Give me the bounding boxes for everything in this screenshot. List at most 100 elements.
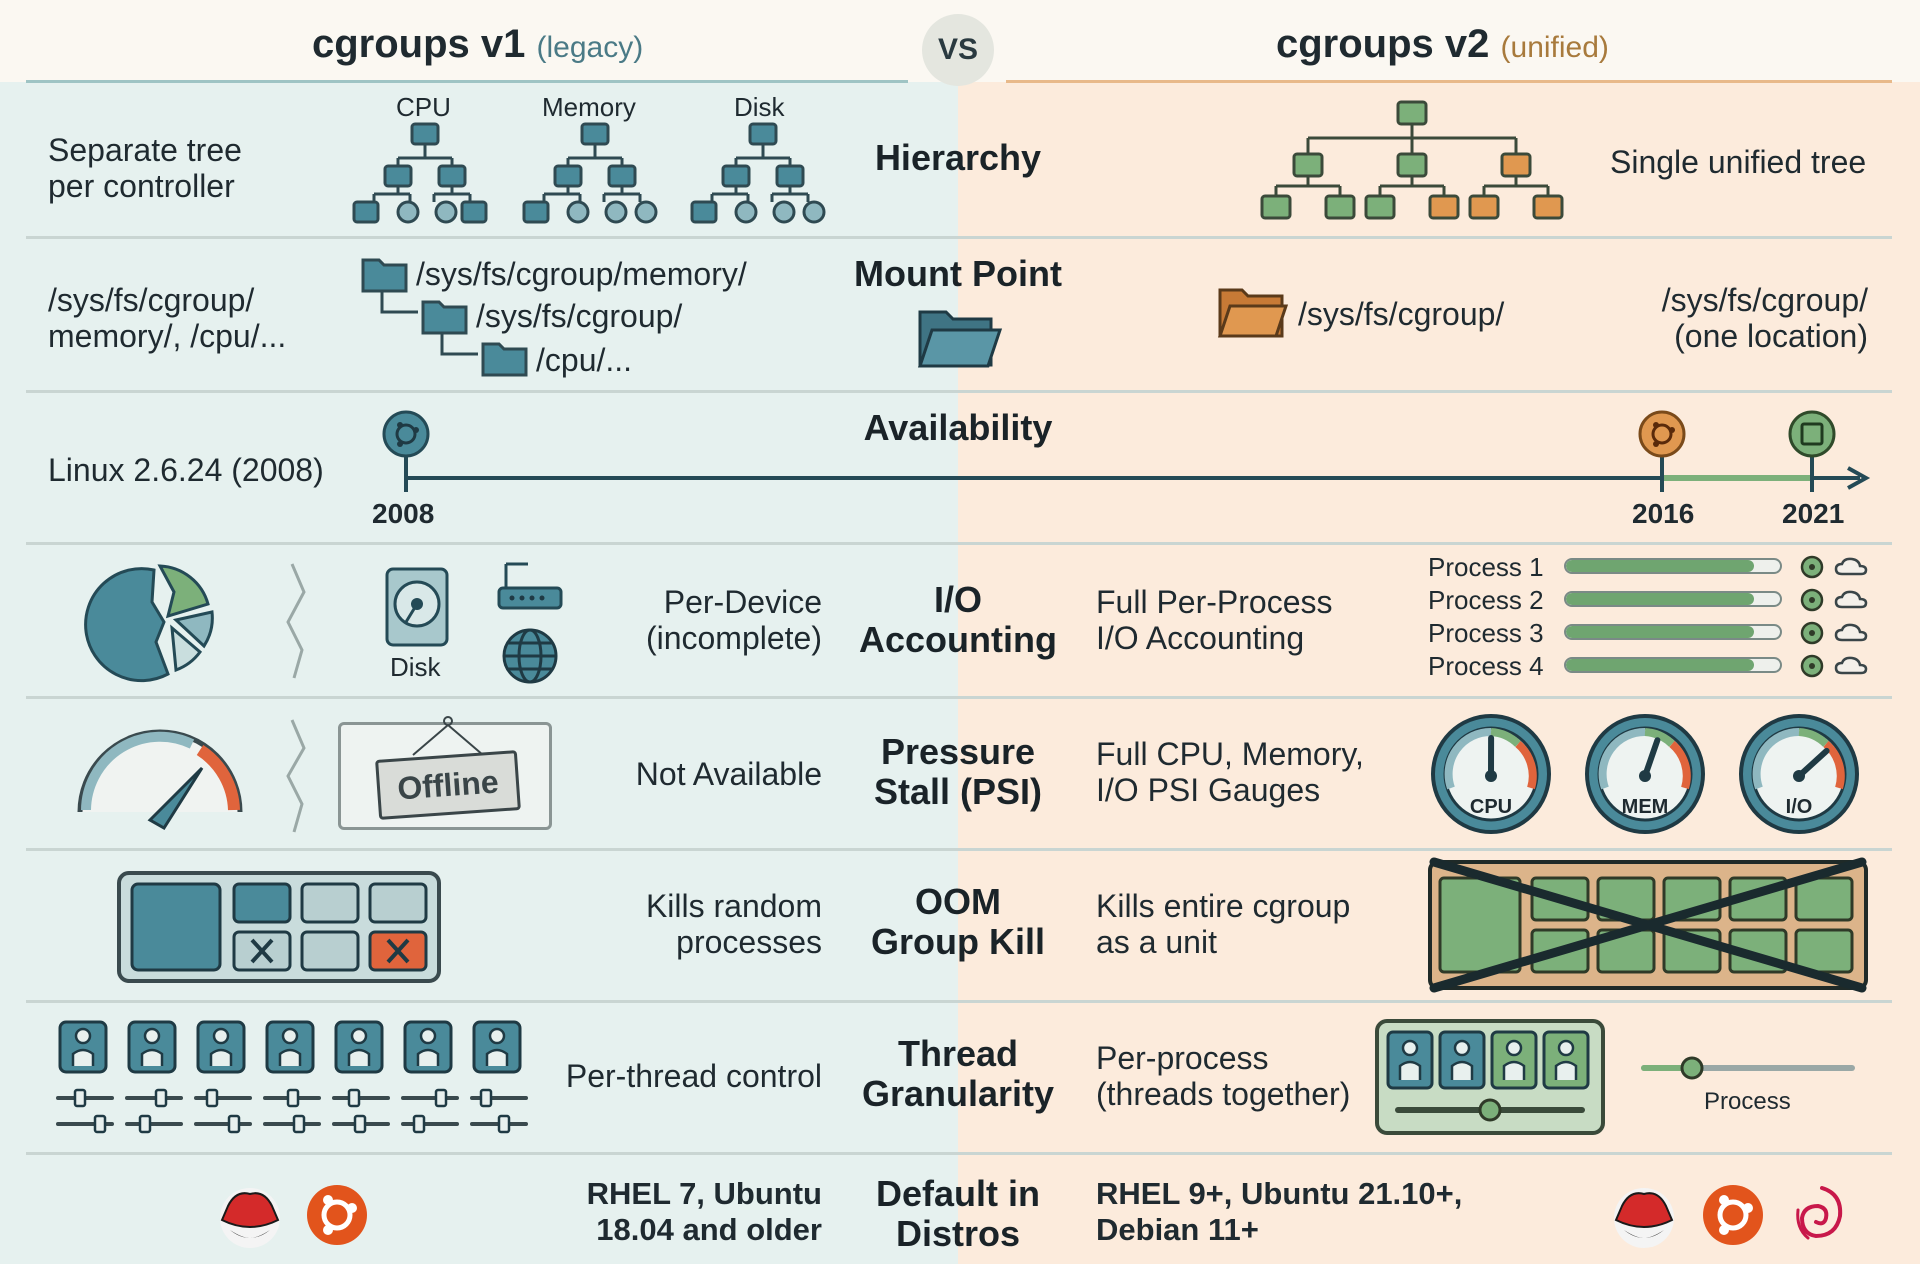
process-io-bar bbox=[1564, 657, 1782, 673]
psi-gauge-icon bbox=[1431, 714, 1551, 834]
process-label: Process 2 bbox=[1428, 585, 1544, 615]
tree-label-disk: Disk bbox=[734, 92, 785, 122]
v1-mount-path-3: /cpu/... bbox=[536, 342, 633, 378]
v1-hierarchy-text: Separate tree per controller bbox=[48, 132, 242, 204]
chip-icon bbox=[1788, 410, 1836, 458]
category-thread-granularity: Thread Granularity bbox=[861, 1033, 1055, 1114]
disk-cloud-icon bbox=[1800, 588, 1868, 612]
process-io-bar bbox=[1564, 558, 1782, 574]
psi-gauge-icon bbox=[1585, 714, 1705, 834]
row-divider bbox=[26, 696, 1892, 699]
v2-distros-text: RHEL 9+, Ubuntu 21.10+, Debian 11+ bbox=[1096, 1176, 1463, 1247]
thread-control-icon bbox=[401, 1020, 459, 1134]
thread-control-icon bbox=[470, 1020, 528, 1134]
category-io-accounting: I/O Accounting bbox=[859, 579, 1057, 660]
process-io-bar-fill bbox=[1566, 593, 1755, 605]
globe-icon bbox=[502, 628, 558, 684]
v2-hierarchy-text: Single unified tree bbox=[1610, 144, 1867, 180]
disk-cloud-icon bbox=[1800, 654, 1868, 678]
process-slider-label: Process bbox=[1704, 1088, 1791, 1115]
crack-icon bbox=[286, 563, 306, 679]
availability-timeline bbox=[382, 410, 1871, 492]
year-2016: 2016 bbox=[1632, 498, 1695, 529]
group-kill-grid-icon bbox=[1428, 857, 1868, 993]
tree-connector bbox=[380, 292, 418, 314]
process-group-icon bbox=[1375, 1019, 1605, 1135]
debian-icon bbox=[1796, 1186, 1843, 1240]
v1-oom-text: Kills random processes bbox=[645, 888, 822, 960]
v2-io-text: Full Per-Process I/O Accounting bbox=[1096, 584, 1333, 656]
disk-label: Disk bbox=[390, 652, 441, 682]
offline-sign-frame: Offline bbox=[338, 716, 552, 830]
disk-icon bbox=[385, 567, 449, 647]
v2-title: cgroups v2 (unified) bbox=[1276, 22, 1609, 67]
orange-folder-icon bbox=[1217, 288, 1289, 338]
v1-io-text: Per-Device (incomplete) bbox=[645, 584, 822, 656]
process-io-bar bbox=[1564, 591, 1782, 607]
vs-badge: VS bbox=[922, 14, 994, 86]
ubuntu-icon bbox=[1703, 1185, 1763, 1245]
year-2021: 2021 bbox=[1782, 498, 1845, 529]
v1-availability-text: Linux 2.6.24 (2008) bbox=[48, 452, 324, 488]
v1-distros-text: RHEL 7, Ubuntu 18.04 and older bbox=[586, 1176, 822, 1247]
tree-label-cpu: CPU bbox=[396, 92, 451, 122]
v1-title: cgroups v1 (legacy) bbox=[312, 22, 643, 67]
process-io-bar bbox=[1564, 624, 1782, 640]
hanger-icon bbox=[412, 716, 484, 756]
v2-subtitle: (unified) bbox=[1500, 31, 1609, 64]
disk-cloud-icon bbox=[1800, 555, 1868, 579]
v2-oom-text: Kills entire cgroup as a unit bbox=[1096, 888, 1351, 960]
row-divider bbox=[26, 390, 1892, 393]
category-oom: OOM Group Kill bbox=[871, 881, 1045, 962]
v1-psi-text: Not Available bbox=[635, 756, 822, 792]
tree-connector bbox=[440, 334, 478, 356]
v1-thread-text: Per-thread control bbox=[565, 1058, 822, 1094]
psi-gauge-label: CPU bbox=[1469, 796, 1513, 818]
process-label: Process 4 bbox=[1428, 651, 1544, 681]
row-divider bbox=[26, 1152, 1892, 1155]
thread-control-icon bbox=[56, 1020, 114, 1134]
v2-title-text: cgroups v2 bbox=[1276, 22, 1490, 66]
thread-control-icon bbox=[125, 1020, 183, 1134]
thread-control-icon bbox=[194, 1020, 252, 1134]
v1-mount-path-2: /sys/fs/cgroup/ bbox=[476, 298, 683, 334]
v2-header-underline bbox=[1006, 80, 1892, 83]
v2-mount-text: /sys/fs/cgroup/ (one location) bbox=[1661, 282, 1868, 354]
ubuntu-icon bbox=[307, 1185, 367, 1245]
row-divider bbox=[26, 848, 1892, 851]
category-mount-point: Mount Point bbox=[854, 253, 1062, 294]
v1-mount-path-1: /sys/fs/cgroup/memory/ bbox=[416, 256, 747, 292]
psi-gauge-icon bbox=[1739, 714, 1859, 834]
thread-control-icon bbox=[263, 1020, 321, 1134]
category-default-distros: Default in Distros bbox=[875, 1173, 1040, 1254]
gauge-icon bbox=[77, 729, 243, 831]
psi-gauge-label: MEM bbox=[1621, 796, 1669, 818]
router-icon bbox=[497, 562, 563, 610]
row-divider bbox=[26, 542, 1892, 545]
process-io-bar-fill bbox=[1566, 560, 1755, 572]
v1-header-underline bbox=[26, 80, 908, 83]
redhat-icon bbox=[1614, 1188, 1674, 1248]
thread-control-icon bbox=[332, 1020, 390, 1134]
v1-title-text: cgroups v1 bbox=[312, 22, 526, 66]
v2-thread-text: Per-process (threads together) bbox=[1096, 1040, 1351, 1112]
ubuntu-icon bbox=[382, 410, 430, 458]
unified-tree-icon bbox=[1260, 100, 1564, 220]
year-2008: 2008 bbox=[372, 498, 435, 529]
open-folder-icon bbox=[917, 310, 1003, 368]
v2-psi-text: Full CPU, Memory, I/O PSI Gauges bbox=[1096, 736, 1364, 808]
category-psi: Pressure Stall (PSI) bbox=[873, 731, 1043, 812]
process-io-bar-fill bbox=[1566, 626, 1755, 638]
process-slider-icon bbox=[1641, 1056, 1855, 1080]
tree-label-memory: Memory bbox=[542, 92, 636, 122]
process-label: Process 1 bbox=[1428, 552, 1544, 582]
v2-mount-path: /sys/fs/cgroup/ bbox=[1298, 296, 1505, 332]
broken-pie-icon bbox=[84, 564, 214, 683]
header-band bbox=[0, 0, 958, 82]
offline-sign: Offline bbox=[375, 750, 521, 820]
crack-icon bbox=[286, 719, 306, 833]
folder-icon bbox=[361, 258, 408, 293]
disk-cloud-icon bbox=[1800, 621, 1868, 645]
row-divider bbox=[26, 236, 1892, 239]
process-label: Process 3 bbox=[1428, 618, 1544, 648]
